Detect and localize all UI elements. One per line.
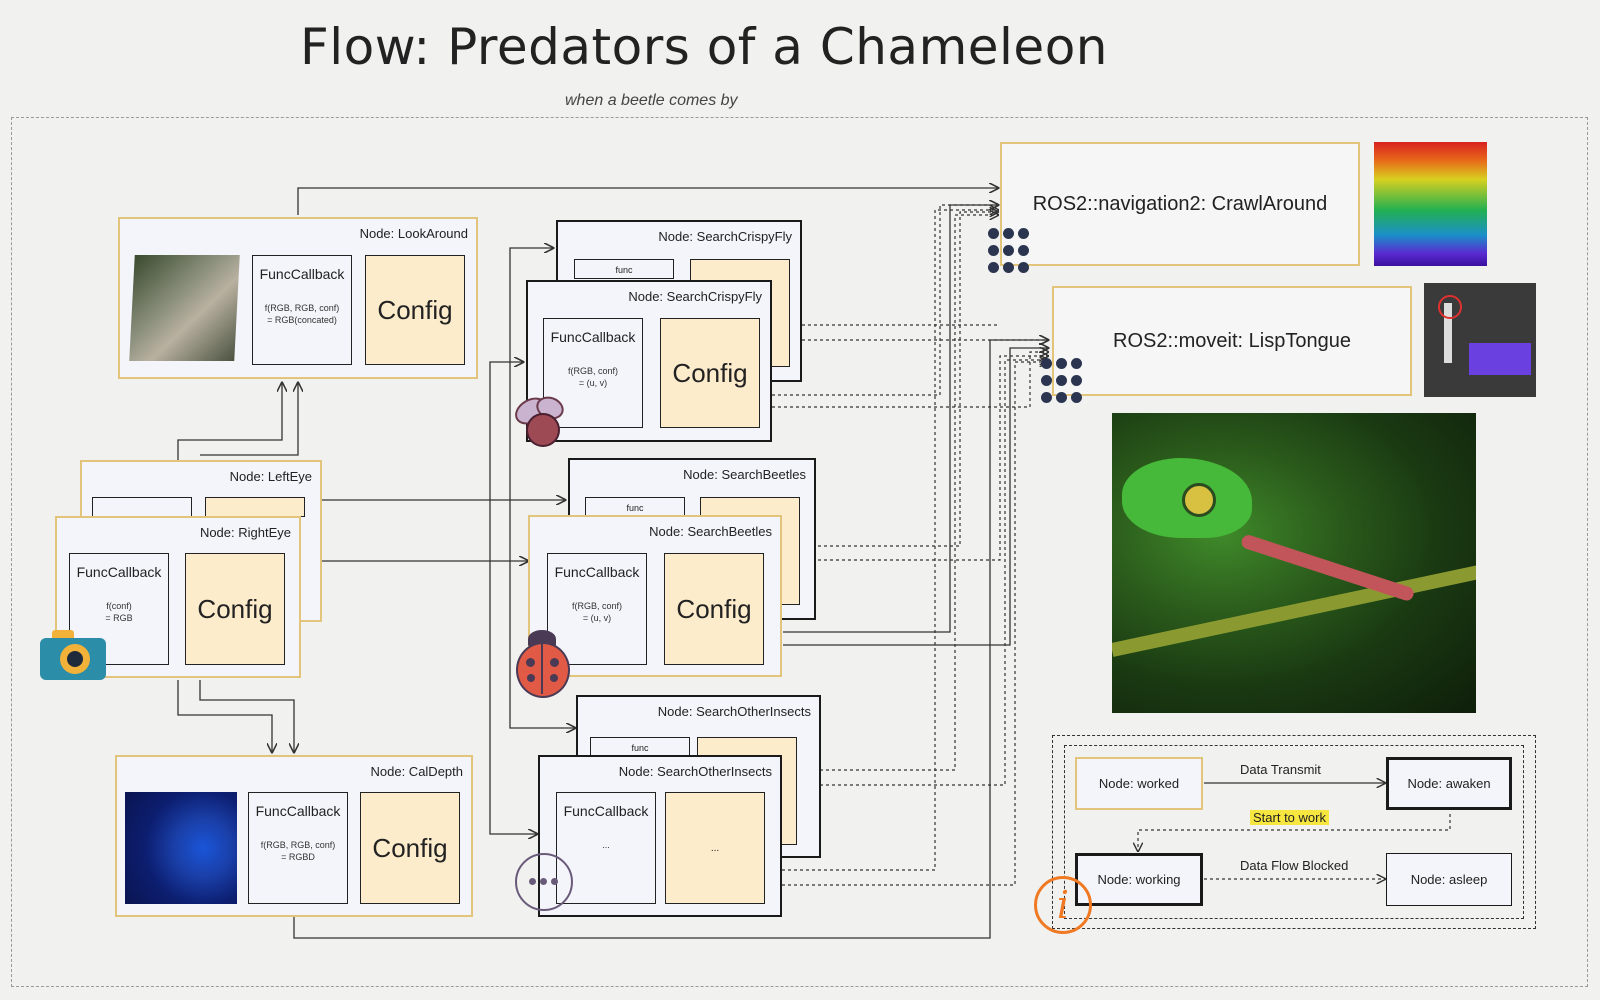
ladybug-icon: [514, 630, 570, 698]
funccallback-lookaround: FuncCallback f(RGB, RGB, conf) = RGB(conc…: [252, 255, 352, 365]
node-title: Node: SearchOtherInsects: [618, 764, 772, 779]
func-label: FuncCallback: [550, 329, 636, 345]
node-title: Node: SearchBeetles: [683, 467, 806, 482]
node-title: Node: CalDepth: [370, 764, 464, 779]
legend-node-working: Node: working: [1075, 853, 1203, 906]
camera-stitched-image: [129, 255, 240, 361]
node-title: Node: LeftEye: [229, 469, 312, 484]
info-icon[interactable]: i: [1034, 876, 1092, 934]
grid-dots-icon: [988, 228, 1032, 276]
config-searchcrispyfly[interactable]: Config: [660, 318, 760, 428]
fly-icon: [510, 392, 572, 455]
formula-line: f(RGB, RGB, conf): [264, 303, 340, 313]
depth-image: [125, 792, 237, 904]
legend-outer-border: [1052, 735, 1536, 929]
legend-node-awaken: Node: awaken: [1386, 757, 1512, 810]
func-label: FuncCallback: [259, 266, 345, 282]
funccallback-searchbeetles: FuncCallback f(RGB, conf) = (u, v): [547, 553, 647, 665]
page-title: Flow: Predators of a Chameleon: [300, 18, 1108, 76]
moveit-robot-image: [1424, 283, 1536, 397]
formula-line: f(conf): [106, 601, 132, 611]
ros-moveit-box[interactable]: ROS2::moveit: LispTongue: [1052, 286, 1412, 396]
formula-line: f(RGB, RGB, conf): [260, 840, 336, 850]
legend-node-asleep: Node: asleep: [1386, 853, 1512, 906]
diagram-canvas: [11, 117, 1588, 987]
func-stub: func: [574, 259, 674, 279]
legend-inner-border: [1064, 745, 1524, 919]
node-title: Node: SearchCrispyFly: [628, 289, 762, 304]
formula-line: = RGB(concated): [267, 315, 337, 325]
node-title: Node: RightEye: [199, 525, 291, 540]
chameleon-photo: [1112, 413, 1476, 713]
legend-label-start: Start to work: [1250, 810, 1329, 825]
config-caldepth[interactable]: Config: [360, 792, 460, 904]
config-searchotherinsects[interactable]: ...: [665, 792, 765, 904]
node-title: Node: SearchCrispyFly: [658, 229, 792, 244]
formula-line: = RGB: [105, 613, 133, 623]
formula-line: f(RGB, conf): [571, 601, 622, 611]
config-righteye[interactable]: Config: [185, 553, 285, 665]
formula-line: = RGBD: [281, 852, 315, 862]
more-icon: [515, 853, 573, 911]
func-label: FuncCallback: [76, 564, 162, 580]
formula-line: ...: [602, 840, 610, 850]
camera-icon: [40, 630, 106, 682]
node-title: Node: SearchOtherInsects: [657, 704, 811, 719]
func-stub: func: [585, 497, 685, 517]
legend-label-transmit: Data Transmit: [1240, 762, 1321, 777]
func-label: FuncCallback: [255, 803, 341, 819]
node-title: Node: LookAround: [359, 226, 468, 241]
legend-label-blocked: Data Flow Blocked: [1240, 858, 1349, 873]
funccallback-caldepth: FuncCallback f(RGB, RGB, conf) = RGBD: [248, 792, 348, 904]
page-subtitle: when a beetle comes by: [565, 92, 738, 109]
lefteye-func-stub: [92, 497, 192, 517]
funccallback-righteye: FuncCallback f(conf) = RGB: [69, 553, 169, 665]
config-searchbeetles[interactable]: Config: [664, 553, 764, 665]
func-label: FuncCallback: [563, 803, 649, 819]
heatmap-navigation-image: [1374, 142, 1487, 266]
lefteye-config-stub: [205, 497, 305, 517]
legend-node-worked: Node: worked: [1075, 757, 1203, 810]
formula-line: f(RGB, conf): [567, 366, 618, 376]
func-stub: func: [590, 737, 690, 757]
node-title: Node: SearchBeetles: [649, 524, 772, 539]
func-label: FuncCallback: [554, 564, 640, 580]
ros-navigation2-box[interactable]: ROS2::navigation2: CrawlAround: [1000, 142, 1360, 266]
formula-line: = (u, v): [582, 613, 612, 623]
grid-dots-icon: [1041, 358, 1085, 406]
formula-line: = (u, v): [578, 378, 608, 388]
config-lookaround[interactable]: Config: [365, 255, 465, 365]
